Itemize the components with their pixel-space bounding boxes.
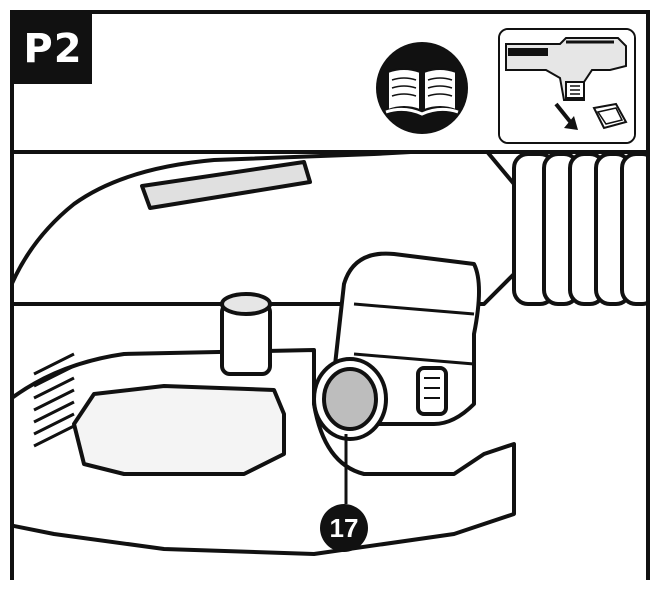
callout-17: 17 — [320, 504, 368, 552]
panel-header: P2 — [14, 14, 646, 154]
tool-battery-sketch — [500, 30, 634, 142]
open-book-icon — [376, 42, 468, 134]
step-badge: P2 — [14, 14, 92, 84]
instruction-panel: P2 — [10, 10, 650, 580]
tool-body-drawing — [14, 154, 646, 580]
battery-removal-inset — [498, 28, 636, 144]
hammer-drill-illustration: 17 — [14, 154, 646, 580]
